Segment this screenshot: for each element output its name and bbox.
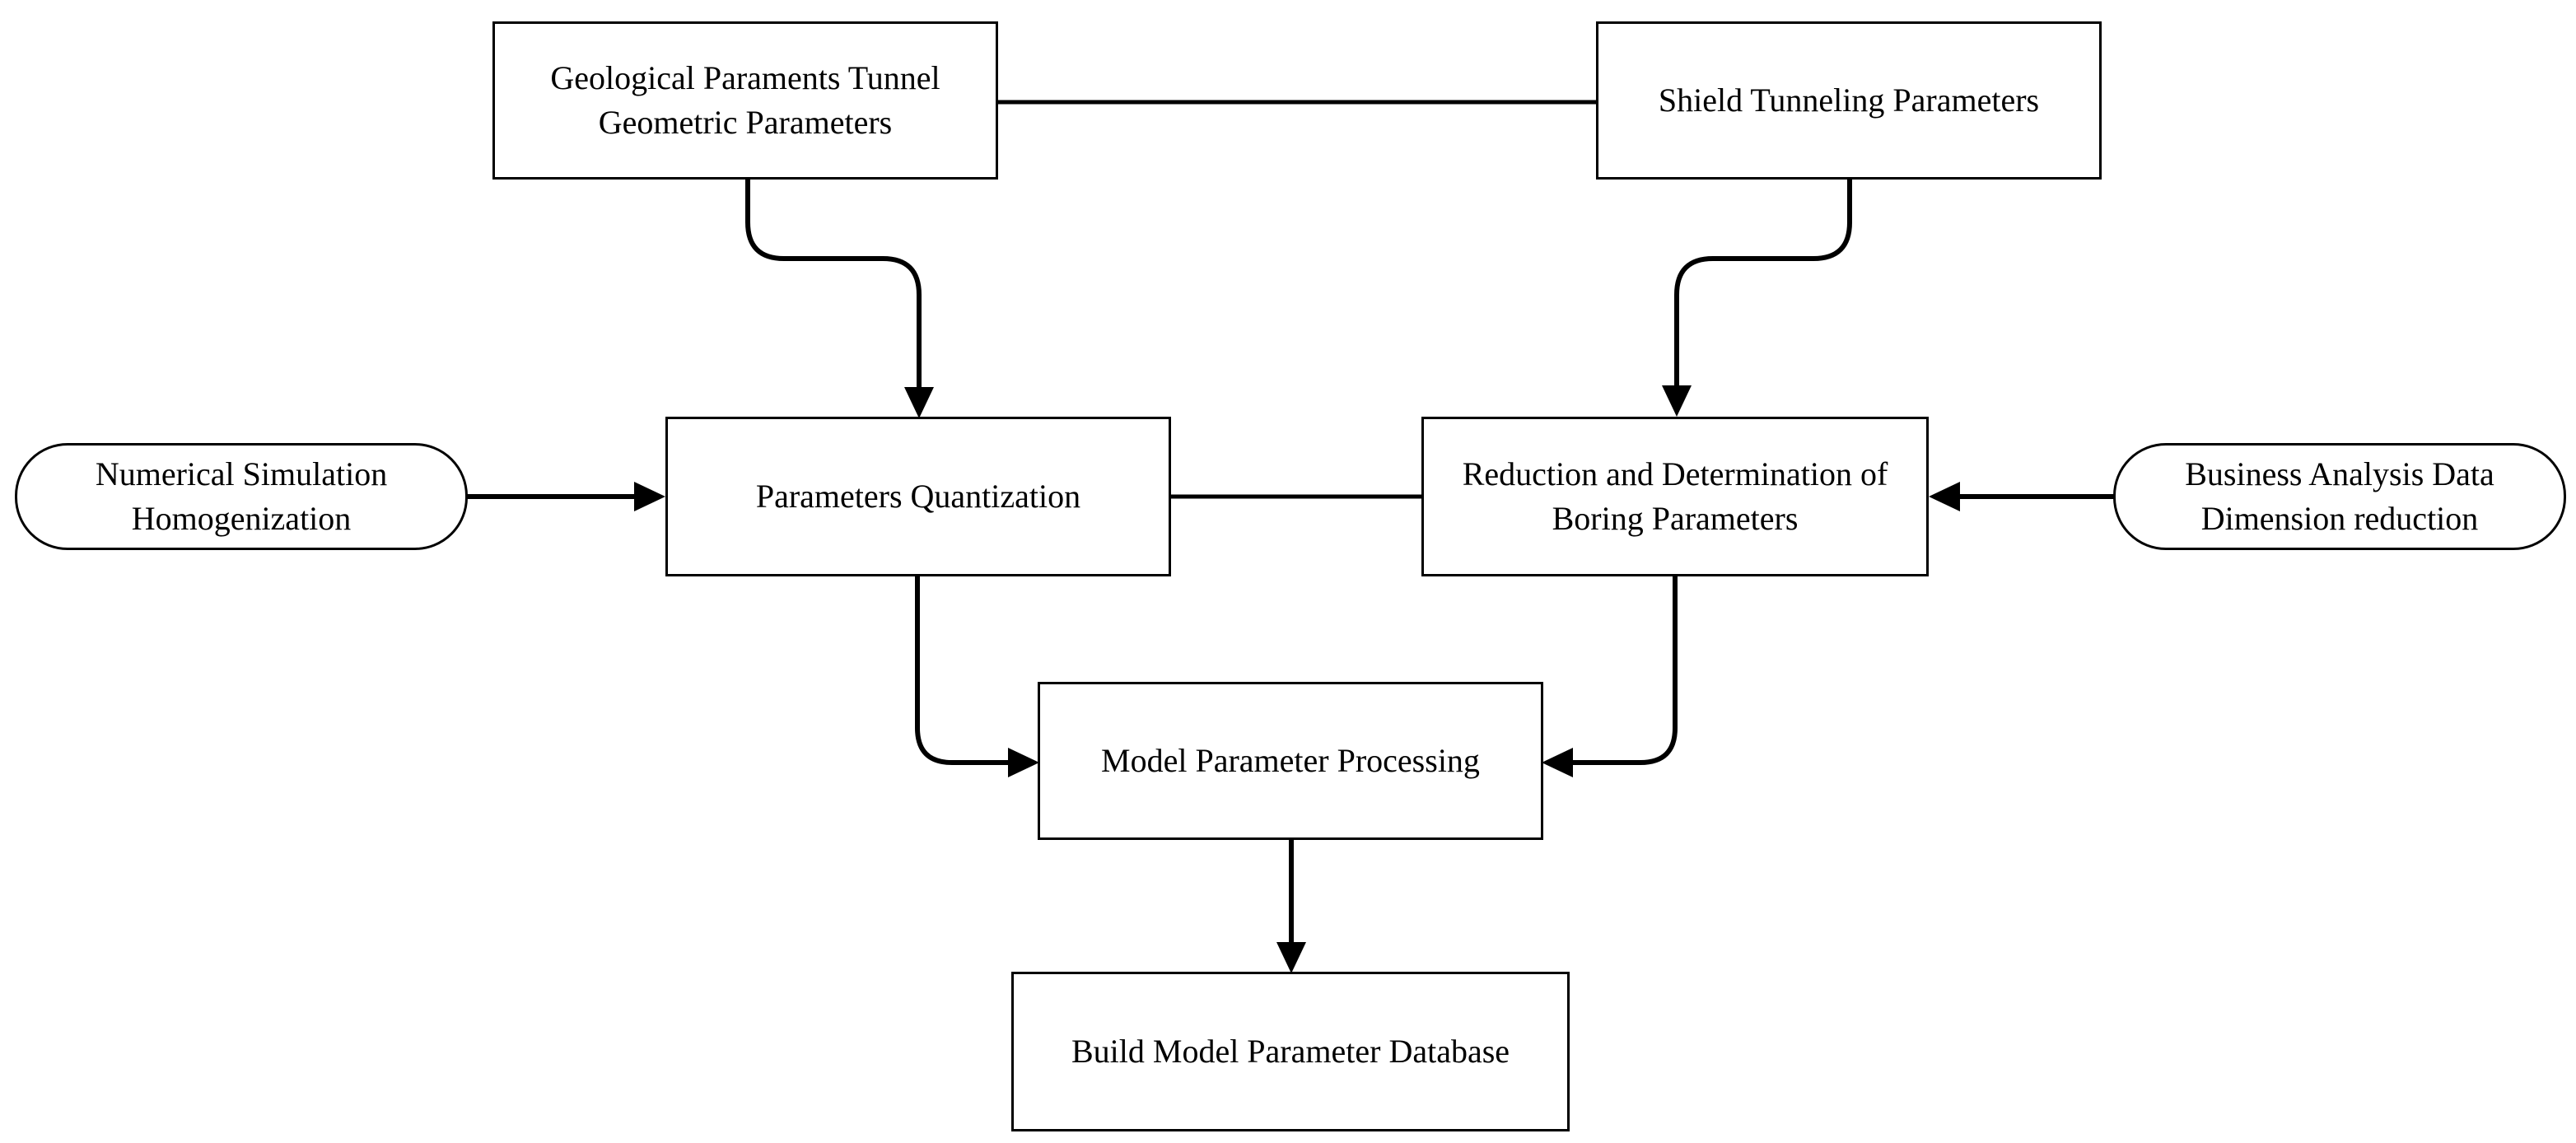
arrowhead-numerical-quantization bbox=[634, 482, 665, 511]
node-model-parameter-processing: Model Parameter Processing bbox=[1038, 682, 1543, 840]
node-build-model-parameter-database-line-1: Build Model Parameter Database bbox=[1071, 1033, 1510, 1070]
node-reduction-determination-line-2: Boring Parameters bbox=[1552, 500, 1799, 537]
node-parameters-quantization: Parameters Quantization bbox=[665, 417, 1171, 576]
node-business-analysis-line-2: Dimension reduction bbox=[2200, 500, 2479, 537]
node-geological-parameters: Geological Paraments Tunnel Geometric Pa… bbox=[492, 21, 998, 180]
node-build-model-parameter-database: Build Model Parameter Database bbox=[1011, 972, 1570, 1131]
edge-reduction-processing bbox=[1571, 576, 1678, 765]
node-business-analysis: Business Analysis Data Dimension reducti… bbox=[2113, 443, 2566, 550]
edge-quantization-processing bbox=[915, 576, 1010, 765]
node-reduction-determination-line-1: Reduction and Determination of bbox=[1462, 455, 1888, 492]
node-reduction-determination: Reduction and Determination of Boring Pa… bbox=[1421, 417, 1929, 576]
edge-shield-reduction bbox=[1674, 180, 1852, 385]
node-geological-parameters-line-2: Geometric Parameters bbox=[598, 104, 893, 141]
arrowhead-quantization-processing bbox=[1008, 748, 1039, 777]
node-numerical-simulation-line-2: Homogenization bbox=[131, 500, 352, 537]
arrowhead-reduction-processing bbox=[1542, 748, 1573, 777]
node-numerical-simulation-line-1: Numerical Simulation bbox=[95, 455, 388, 492]
arrowhead-geological-quantization bbox=[904, 387, 934, 418]
arrowhead-processing-database bbox=[1276, 942, 1306, 973]
node-business-analysis-line-1: Business Analysis Data bbox=[2185, 455, 2494, 492]
arrowhead-shield-reduction bbox=[1662, 385, 1692, 417]
node-parameters-quantization-line-1: Parameters Quantization bbox=[755, 478, 1081, 515]
node-shield-tunneling-parameters: Shield Tunneling Parameters bbox=[1596, 21, 2102, 180]
node-numerical-simulation: Numerical Simulation Homogenization bbox=[15, 443, 468, 550]
node-shield-tunneling-parameters-line-1: Shield Tunneling Parameters bbox=[1658, 82, 2040, 119]
arrowhead-business-reduction bbox=[1929, 482, 1960, 511]
node-model-parameter-processing-line-1: Model Parameter Processing bbox=[1101, 742, 1480, 779]
edge-geological-quantization bbox=[745, 180, 922, 389]
node-geological-parameters-line-1: Geological Paraments Tunnel bbox=[550, 59, 940, 96]
